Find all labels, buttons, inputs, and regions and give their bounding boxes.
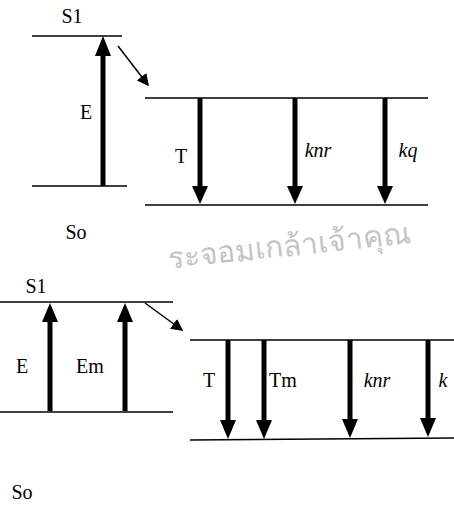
rate-label: T [175,145,187,167]
watermark: ระจอมเกล้าเจ้าคุณ [166,216,412,274]
energy-label: E [16,355,28,377]
rate-label: kq [399,139,418,161]
state-label: So [65,221,86,243]
state-label: So [11,481,32,503]
rate-label: T [203,369,215,391]
rate-label: knr [305,139,332,161]
rate-label: Tm [269,369,297,391]
energy-label: E [80,101,92,123]
state-label: S1 [61,5,82,27]
rate-label: knr [364,369,391,391]
energy-label: Em [76,355,104,377]
state-label: S1 [25,275,46,297]
rate-label: k [439,369,448,391]
